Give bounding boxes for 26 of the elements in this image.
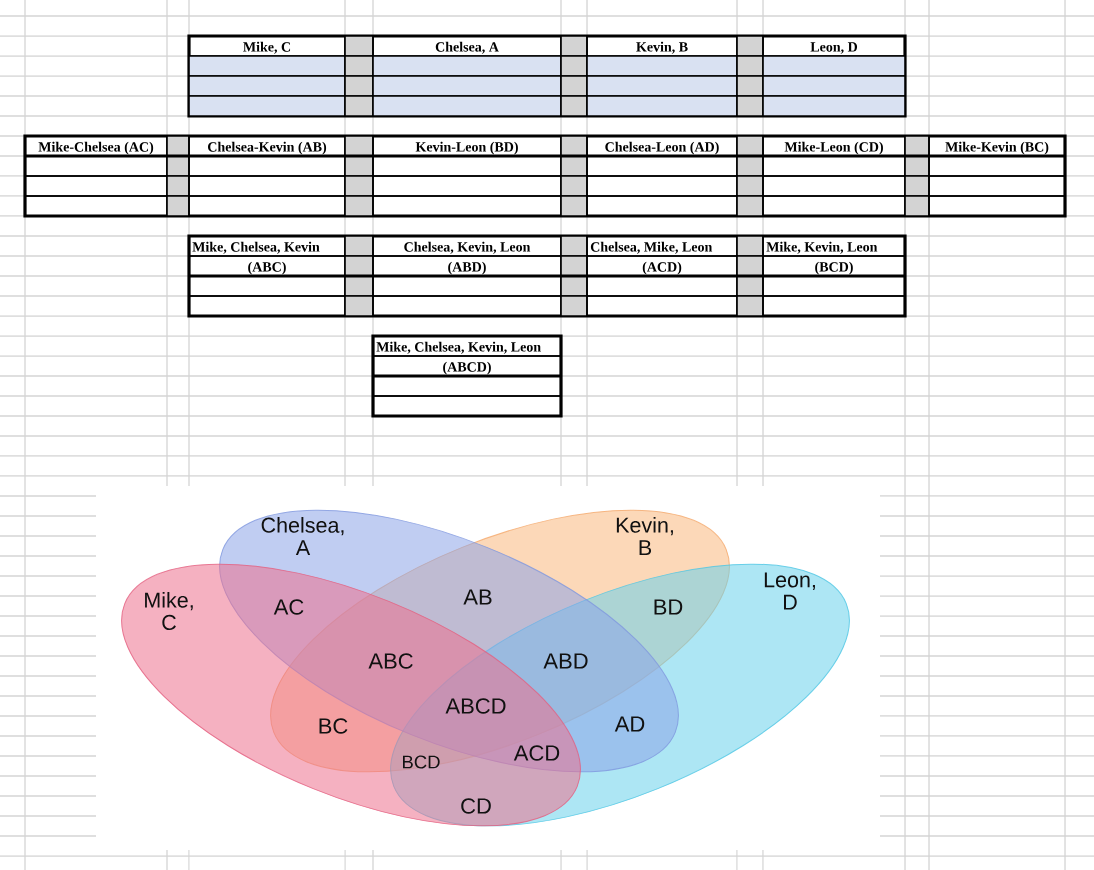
header-cell: (ABCD) [372,355,562,377]
header-cell: Chelsea, Kevin, Leon [372,235,562,257]
header-cell: Mike, Chelsea, Kevin [188,235,346,257]
header-cell: Mike, Kevin, Leon [762,235,906,257]
region-label: AD [614,716,645,732]
header-cell: (ABC) [188,255,346,277]
header-cell: Mike, Chelsea, Kevin, Leon [372,335,562,357]
header-cell: (ABD) [372,255,562,277]
header-cell: Kevin-Leon (BD) [372,135,562,157]
region-label: ABD [543,653,588,669]
header-cell: (ACD) [586,255,738,277]
region-label: BC [319,718,348,734]
region-label: AB [463,589,492,605]
header-cell: (BCD) [762,255,906,277]
region-label: ABCD [445,698,506,714]
header-cell: Chelsea-Kevin (AB) [188,135,346,157]
header-cell: Mike-Chelsea (AC) [24,135,168,157]
region-label: BCD [403,755,440,769]
region-label: ABC [368,653,413,669]
region-label: AC [273,599,304,615]
region-label: ACD [513,745,560,761]
header-cell: Chelsea, Mike, Leon [586,235,738,257]
header-cell: Mike-Kevin (BC) [928,135,1066,157]
header-cell: Chelsea-Leon (AD) [586,135,738,157]
header-cell: Mike-Leon (CD) [762,135,906,157]
region-label: CD [461,798,491,814]
